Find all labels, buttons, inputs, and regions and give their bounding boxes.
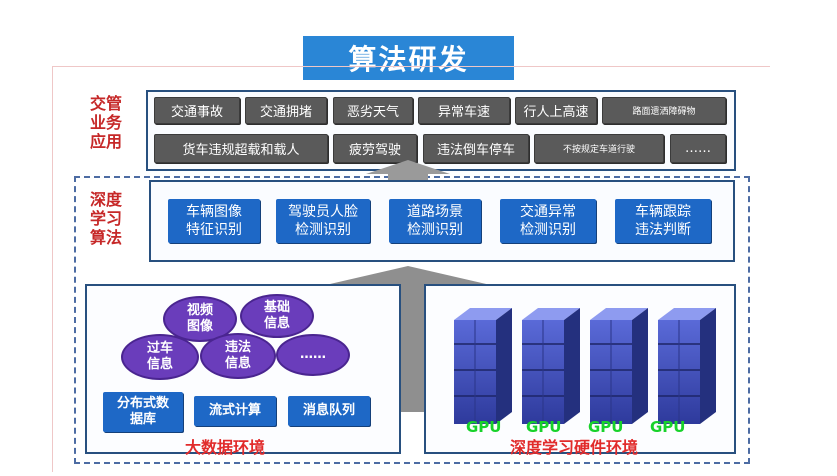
- algorithm-item-line: 驾驶员人脸: [288, 204, 358, 220]
- up-arrow-icon: [366, 160, 450, 192]
- data-source-bubble: 过车信息: [121, 334, 199, 380]
- gpu-label: GPU: [466, 418, 502, 436]
- traffic-chip: 疲劳驾驶: [333, 134, 417, 163]
- bubble-line: 过车: [146, 341, 173, 356]
- outer-frame: [52, 66, 770, 472]
- data-source-bubble: ……: [276, 334, 350, 376]
- traffic-section-label: 交管业务应用: [90, 94, 140, 151]
- bubble-line: ……: [300, 347, 326, 362]
- bubble-line: 信息: [224, 356, 251, 371]
- algorithm-item: 道路场景检测识别: [389, 199, 481, 243]
- traffic-chip: 交通事故: [154, 97, 240, 124]
- bubble-line: 基础: [263, 300, 290, 315]
- bubble-line: 图像: [186, 319, 213, 334]
- algorithm-item-line: 交通异常: [520, 204, 576, 220]
- gpu-label: GPU: [650, 418, 686, 436]
- traffic-chip: 货车违规超载和载人: [154, 134, 328, 163]
- algorithm-item-line: 特征识别: [186, 222, 242, 238]
- data-source-bubble: 基础信息: [240, 294, 314, 338]
- traffic-chip: 不按规定车道行驶: [534, 134, 664, 163]
- gpu-environment-label: 深度学习硬件环境: [510, 438, 639, 457]
- bubble-line: 视频: [186, 303, 213, 318]
- algorithm-item: 交通异常检测识别: [500, 199, 596, 243]
- algorithm-item-line: 违法判断: [635, 222, 691, 238]
- server-rack-icon: [454, 308, 716, 424]
- component-line: 分布式数: [116, 396, 169, 411]
- algorithm-item-line: 检测识别: [407, 222, 463, 238]
- algorithm-item-line: 检测识别: [520, 222, 576, 238]
- component-line: 消息队列: [302, 403, 355, 418]
- algorithm-item: 车辆图像特征识别: [168, 199, 260, 243]
- bubble-line: 违法: [224, 340, 251, 355]
- big-data-environment-label: 大数据环境: [185, 438, 266, 457]
- bubble-line: 信息: [263, 316, 290, 331]
- traffic-chip: 路面遗洒障碍物: [602, 97, 726, 124]
- algorithm-item-line: 检测识别: [295, 222, 351, 238]
- up-arrow-icon: [304, 266, 512, 412]
- algorithm-item-line: 道路场景: [407, 204, 463, 220]
- algorithm-item: 车辆跟踪违法判断: [615, 199, 711, 243]
- traffic-chip: 恶劣天气: [333, 97, 413, 124]
- diagram-title: 算法研发: [303, 36, 514, 80]
- deep-learning-section-label-text: 深度学习算法: [90, 190, 123, 247]
- big-data-component: 分布式数据库: [103, 392, 183, 432]
- traffic-chip: ……: [670, 134, 726, 163]
- data-source-bubble: 违法信息: [200, 333, 276, 379]
- traffic-chip: 行人上高速: [515, 97, 597, 124]
- deep-learning-section-label: 深度学习算法: [90, 190, 140, 247]
- big-data-component: 消息队列: [288, 396, 370, 426]
- traffic-chip: 违法倒车停车: [423, 134, 529, 163]
- traffic-chip: 异常车速: [418, 97, 510, 124]
- bubble-line: 信息: [146, 357, 173, 372]
- traffic-section-label-text: 交管业务应用: [90, 94, 123, 151]
- gpu-label: GPU: [526, 418, 562, 436]
- gpu-label: GPU: [588, 418, 624, 436]
- traffic-chip: 交通拥堵: [245, 97, 327, 124]
- algorithm-item-line: 车辆图像: [186, 204, 242, 220]
- algorithm-item: 驾驶员人脸检测识别: [276, 199, 370, 243]
- algorithm-item-line: 车辆跟踪: [635, 204, 691, 220]
- component-line: 据库: [129, 412, 156, 427]
- component-line: 流式计算: [208, 403, 261, 418]
- big-data-component: 流式计算: [194, 396, 276, 426]
